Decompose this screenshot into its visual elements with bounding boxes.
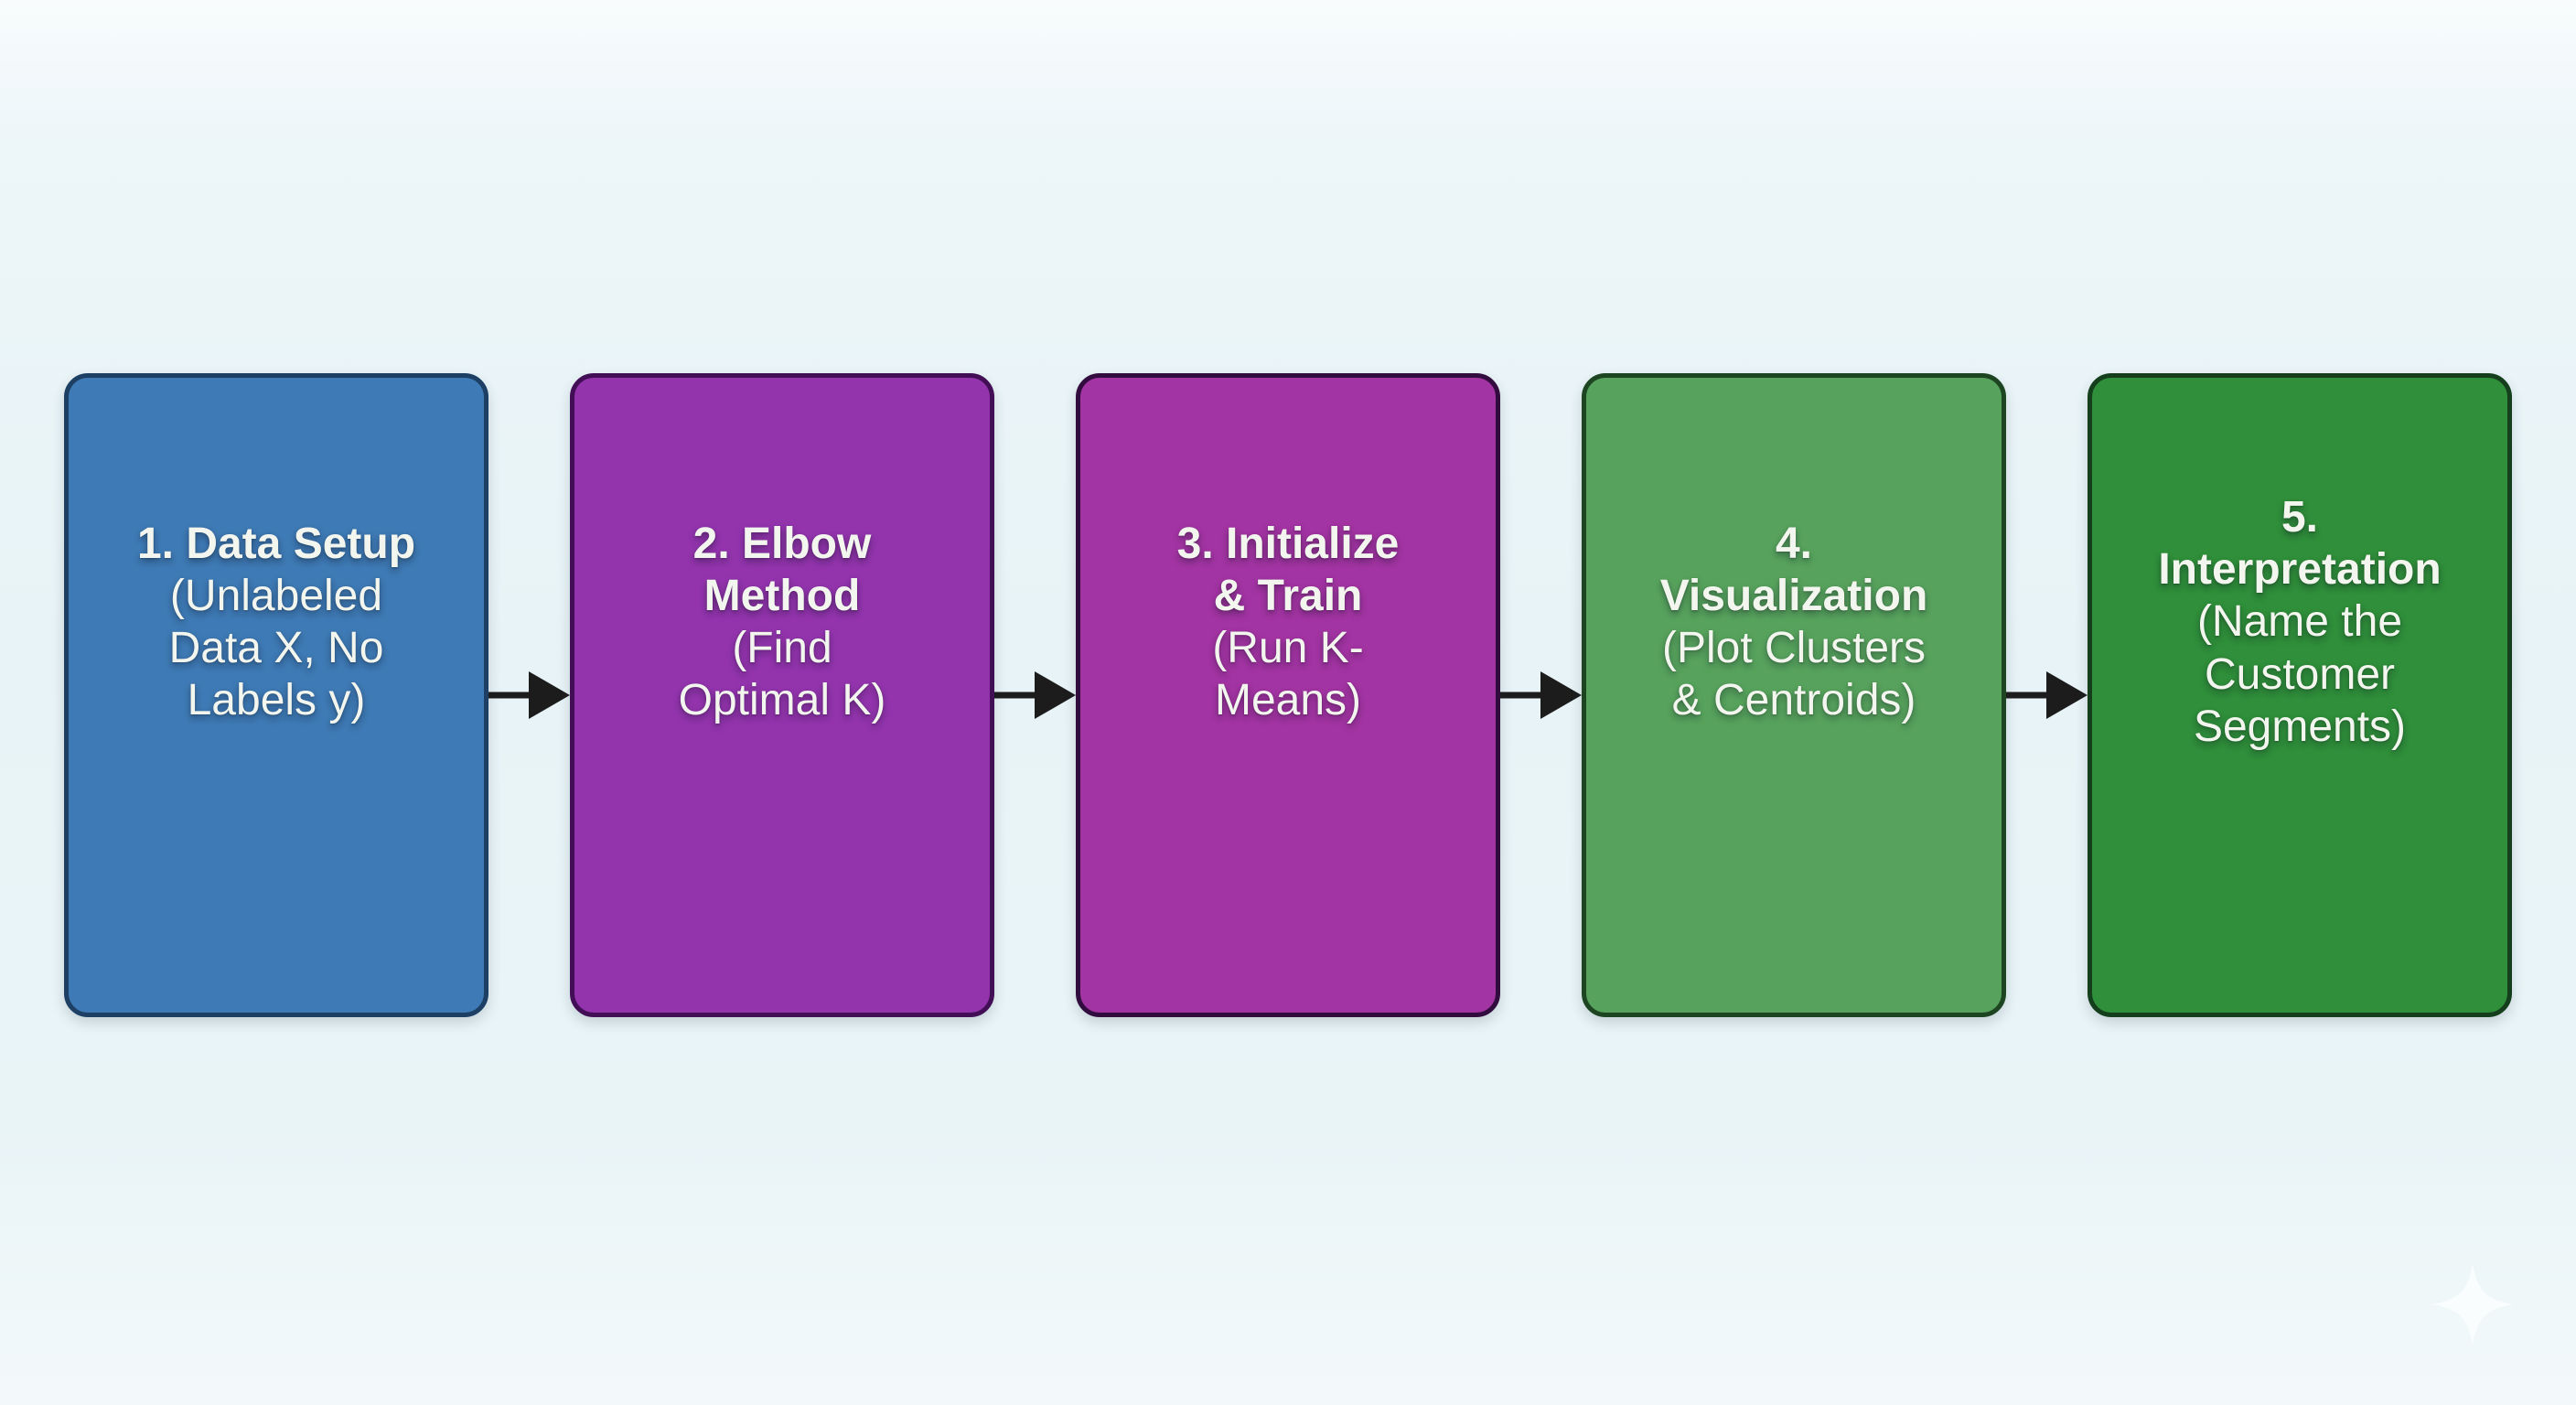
step-title: 3. Initialize & Train	[1176, 519, 1400, 620]
arrow-right-icon	[994, 671, 1076, 719]
step-subtitle: (Name the Customer Segments)	[2193, 597, 2407, 751]
step-title: 2. Elbow Method	[692, 519, 872, 620]
step-subtitle: (Plot Clusters & Centroids)	[1661, 624, 1927, 725]
arrow-right-icon	[1500, 671, 1582, 719]
step-title: 4. Visualization	[1659, 519, 1928, 620]
step-subtitle: (Find Optimal K)	[678, 624, 886, 725]
step-title: 5. Interpretation	[2158, 493, 2442, 595]
step-subtitle: (Run K- Means)	[1212, 624, 1364, 725]
kmeans-flowchart: 1. Data Setup (Unlabeled Data X, No Labe…	[64, 373, 2512, 1017]
step-box-initialize-train: 3. Initialize & Train (Run K- Means)	[1076, 373, 1500, 1017]
step-box-elbow-method: 2. Elbow Method (Find Optimal K)	[570, 373, 994, 1017]
step-box-data-setup: 1. Data Setup (Unlabeled Data X, No Labe…	[64, 373, 488, 1017]
step-box-visualization: 4. Visualization (Plot Clusters & Centro…	[1582, 373, 2006, 1017]
sparkle-icon	[2431, 1263, 2514, 1346]
step-box-interpretation: 5. Interpretation (Name the Customer Seg…	[2088, 373, 2512, 1017]
step-subtitle: (Unlabeled Data X, No Labels y)	[168, 571, 384, 725]
arrow-right-icon	[2006, 671, 2088, 719]
arrow-right-icon	[488, 671, 570, 719]
step-title: 1. Data Setup	[136, 519, 416, 568]
